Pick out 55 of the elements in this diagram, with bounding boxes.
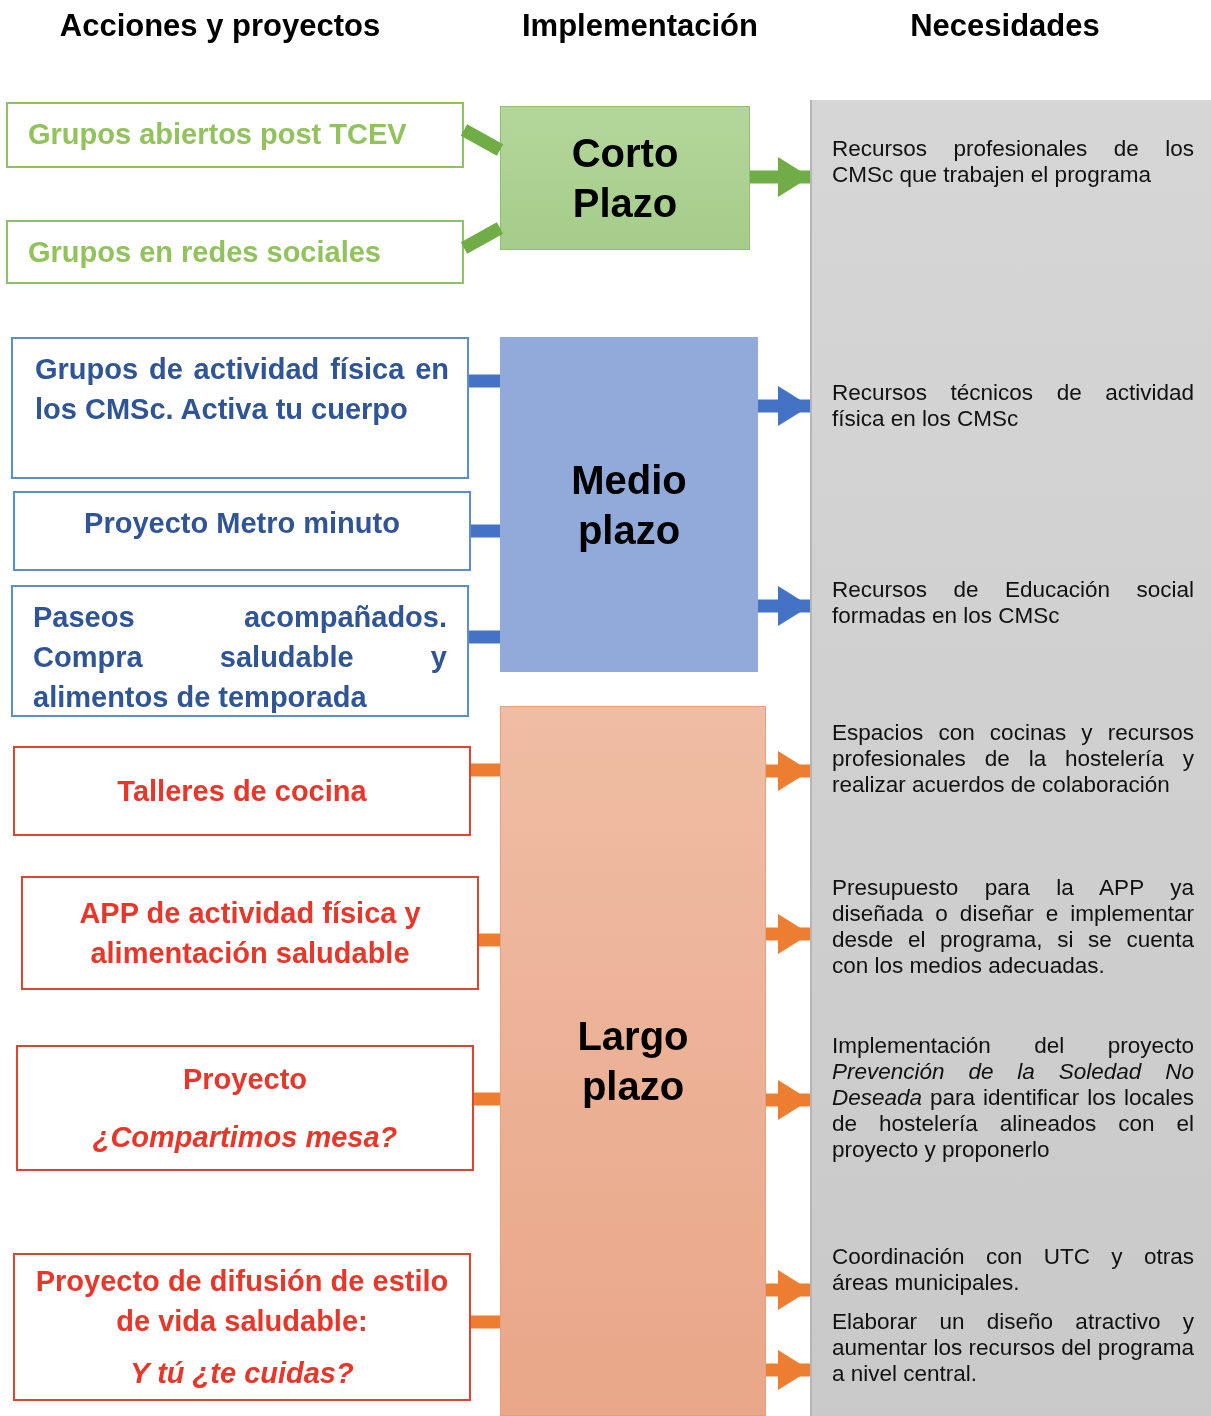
action-title: ¿Compartimos mesa? bbox=[91, 1120, 399, 1155]
arrow bbox=[758, 386, 810, 426]
term-title: Corto Plazo bbox=[570, 130, 680, 227]
action-title: Proyecto de difusión de estilo de vida saludable: bbox=[34, 1264, 450, 1339]
action-title: Y tú ¿te cuidas? bbox=[129, 1356, 355, 1391]
connector-line bbox=[479, 933, 500, 947]
action-title: Grupos de actividad física en los CMSc. Activa tu cuerpo bbox=[35, 352, 449, 427]
action-box bbox=[21, 876, 479, 990]
need-text: Presupuesto para la APP ya diseñada o diseñar e implementar desde el programa, si se cuenta con los medios adecuadas. bbox=[812, 875, 1211, 979]
term-box bbox=[500, 706, 766, 1416]
action-title: Grupos en redes sociales bbox=[28, 235, 382, 270]
need-text: Elaborar un diseño atractivo y aumentar los recursos del programa a nivel central. bbox=[812, 1309, 1211, 1387]
term-title: Medio plazo bbox=[570, 456, 688, 554]
connector-line bbox=[471, 763, 500, 777]
action-title: Grupos abiertos post TCEV bbox=[28, 117, 408, 152]
column-heading: Implementación bbox=[522, 8, 758, 44]
action-box bbox=[11, 585, 469, 717]
action-title: Proyecto Metro minuto bbox=[83, 506, 401, 541]
needs-panel bbox=[810, 100, 1211, 1416]
connector-line bbox=[460, 222, 504, 254]
arrow bbox=[766, 1080, 810, 1120]
need-text: Coordinación con UTC y otras áreas municipales. bbox=[812, 1244, 1211, 1296]
arrow bbox=[766, 751, 810, 791]
arrow bbox=[766, 914, 810, 954]
action-box bbox=[13, 746, 471, 836]
need-text: Recursos de Educación social formadas en los CMSc bbox=[812, 577, 1211, 629]
connector-line bbox=[471, 524, 500, 538]
action-box bbox=[6, 220, 464, 284]
connector-line bbox=[469, 630, 500, 644]
term-box bbox=[500, 106, 750, 250]
action-title: Paseos acompañados. Compra saludable y alimentos de temporada bbox=[33, 600, 447, 715]
arrow bbox=[758, 586, 810, 626]
arrow bbox=[766, 1350, 810, 1390]
connector-line bbox=[469, 374, 500, 388]
action-box bbox=[16, 1045, 474, 1171]
need-text: Recursos técnicos de actividad física en los CMSc bbox=[812, 380, 1211, 432]
need-text: Espacios con cocinas y recursos profesionales de la hostelería y realizar acuerdos de colaboración bbox=[812, 720, 1211, 798]
term-box bbox=[500, 337, 758, 672]
need-text: Implementación del proyecto Prevención de la Soledad No Deseada para identificar los locales de hostelería alineados con el proyecto y proponerlo bbox=[812, 1033, 1211, 1163]
action-box bbox=[13, 1253, 471, 1401]
action-title: Talleres de cocina bbox=[116, 774, 368, 809]
column-heading: Necesidades bbox=[910, 8, 1100, 44]
action-title: Proyecto bbox=[181, 1062, 309, 1097]
connector-line bbox=[474, 1092, 500, 1106]
column-heading: Acciones y proyectos bbox=[59, 8, 381, 44]
connector-line bbox=[471, 1315, 500, 1329]
arrow bbox=[750, 157, 810, 197]
term-title: Largo plazo bbox=[576, 1013, 690, 1110]
arrow bbox=[766, 1270, 810, 1310]
action-box bbox=[11, 337, 469, 479]
action-box bbox=[13, 491, 471, 571]
action-title: APP de actividad física y alimentación saludable bbox=[78, 896, 422, 971]
need-text: Recursos profesionales de los CMSc que trabajen el programa bbox=[812, 136, 1211, 188]
action-box bbox=[6, 102, 464, 168]
connector-line bbox=[460, 124, 504, 156]
